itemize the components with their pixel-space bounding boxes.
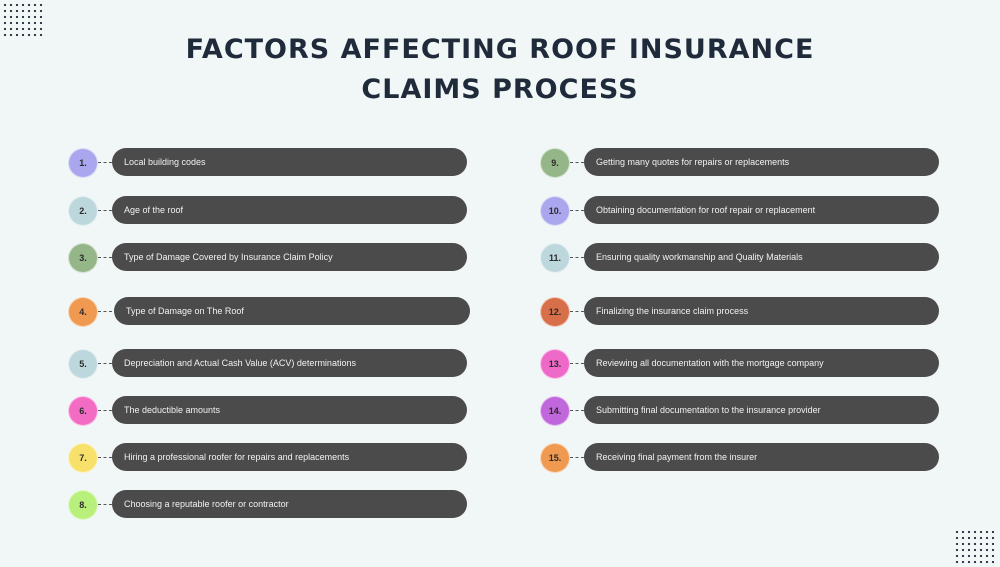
number-badge: 10. [540, 196, 570, 226]
number-badge: 1. [68, 148, 98, 178]
item-label: Getting many quotes for repairs or repla… [584, 148, 939, 176]
connector-line [98, 363, 112, 364]
item-label: The deductible amounts [112, 396, 467, 424]
connector-line [98, 162, 112, 163]
item-label: Ensuring quality workmanship and Quality… [584, 243, 939, 271]
title-line-1: FACTORS AFFECTING ROOF INSURANCE [185, 34, 815, 65]
number-badge: 6. [68, 396, 98, 426]
item-label: Obtaining documentation for roof repair … [584, 196, 939, 224]
connector-line [98, 210, 112, 211]
number-badge: 15. [540, 443, 570, 473]
number-badge: 8. [68, 490, 98, 520]
connector-line [98, 257, 112, 258]
item-label: Depreciation and Actual Cash Value (ACV)… [112, 349, 467, 377]
connector-line [98, 311, 112, 312]
number-badge: 11. [540, 243, 570, 273]
connector-line [570, 210, 584, 211]
number-badge: 5. [68, 349, 98, 379]
connector-line [570, 257, 584, 258]
connector-line [98, 504, 112, 505]
connector-line [570, 410, 584, 411]
dot-grid-decoration [2, 2, 46, 38]
number-badge: 3. [68, 243, 98, 273]
item-label: Submitting final documentation to the in… [584, 396, 939, 424]
item-label: Receiving final payment from the insurer [584, 443, 939, 471]
number-badge: 13. [540, 349, 570, 379]
connector-line [570, 363, 584, 364]
item-label: Type of Damage on The Roof [114, 297, 470, 325]
number-badge: 2. [68, 196, 98, 226]
item-label: Reviewing all documentation with the mor… [584, 349, 939, 377]
dot-grid-decoration [954, 529, 998, 565]
item-label: Choosing a reputable roofer or contracto… [112, 490, 467, 518]
number-badge: 7. [68, 443, 98, 473]
title-line-2: CLAIMS PROCESS [361, 74, 639, 105]
connector-line [570, 311, 584, 312]
number-badge: 4. [68, 297, 98, 327]
connector-line [98, 410, 112, 411]
number-badge: 12. [540, 297, 570, 327]
item-label: Type of Damage Covered by Insurance Clai… [112, 243, 467, 271]
item-label: Finalizing the insurance claim process [584, 297, 939, 325]
item-label: Age of the roof [112, 196, 467, 224]
number-badge: 9. [540, 148, 570, 178]
connector-line [570, 457, 584, 458]
page-title: FACTORS AFFECTING ROOF INSURANCE CLAIMS … [0, 30, 1000, 110]
connector-line [570, 162, 584, 163]
item-label: Local building codes [112, 148, 467, 176]
connector-line [98, 457, 112, 458]
number-badge: 14. [540, 396, 570, 426]
item-label: Hiring a professional roofer for repairs… [112, 443, 467, 471]
